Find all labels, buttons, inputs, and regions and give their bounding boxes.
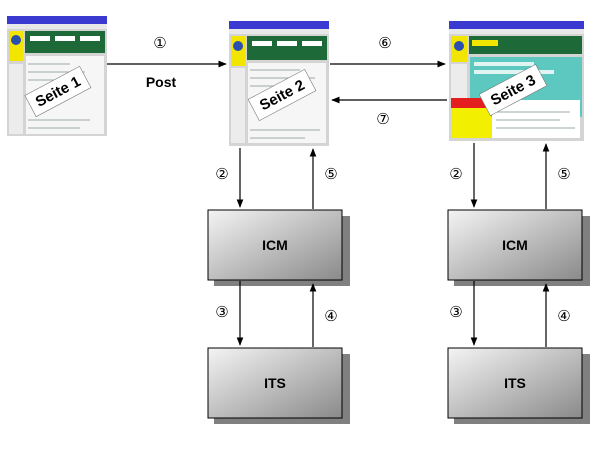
page-thumbnail-seite-1: Seite 1 (7, 16, 107, 136)
step-number-4-right: ④ (557, 307, 570, 325)
step-number-5-left: ⑤ (324, 165, 337, 183)
step-number-3-left: ③ (215, 303, 228, 321)
step-number-1: ① (153, 34, 166, 52)
post-label: Post (146, 74, 177, 90)
step-number-3-right: ③ (449, 303, 462, 321)
step-number-2-left: ② (215, 165, 228, 183)
system-box-icm-left: ICM (207, 209, 350, 286)
system-label-icm-right: ICM (502, 237, 528, 253)
step-number-5-right: ⑤ (557, 165, 570, 183)
step-number-4-left: ④ (324, 307, 337, 325)
step-number-6: ⑥ (378, 34, 391, 52)
page-thumbnail-seite-2: Seite 2 (229, 21, 329, 146)
page-label-card-seite-3: Seite 3 (478, 63, 548, 117)
step-number-7: ⑦ (376, 110, 389, 128)
system-label-its-left: ITS (264, 375, 286, 391)
system-box-icm-right: ICM (447, 209, 590, 286)
system-box-its-right: ITS (447, 347, 590, 424)
step-number-2-right: ② (449, 165, 462, 183)
system-label-its-right: ITS (504, 375, 526, 391)
page-label-card-seite-1: Seite 1 (24, 65, 92, 118)
system-label-icm-left: ICM (262, 237, 288, 253)
system-box-its-left: ITS (207, 347, 350, 424)
page-thumbnail-seite-3: Seite 3 (449, 21, 584, 141)
